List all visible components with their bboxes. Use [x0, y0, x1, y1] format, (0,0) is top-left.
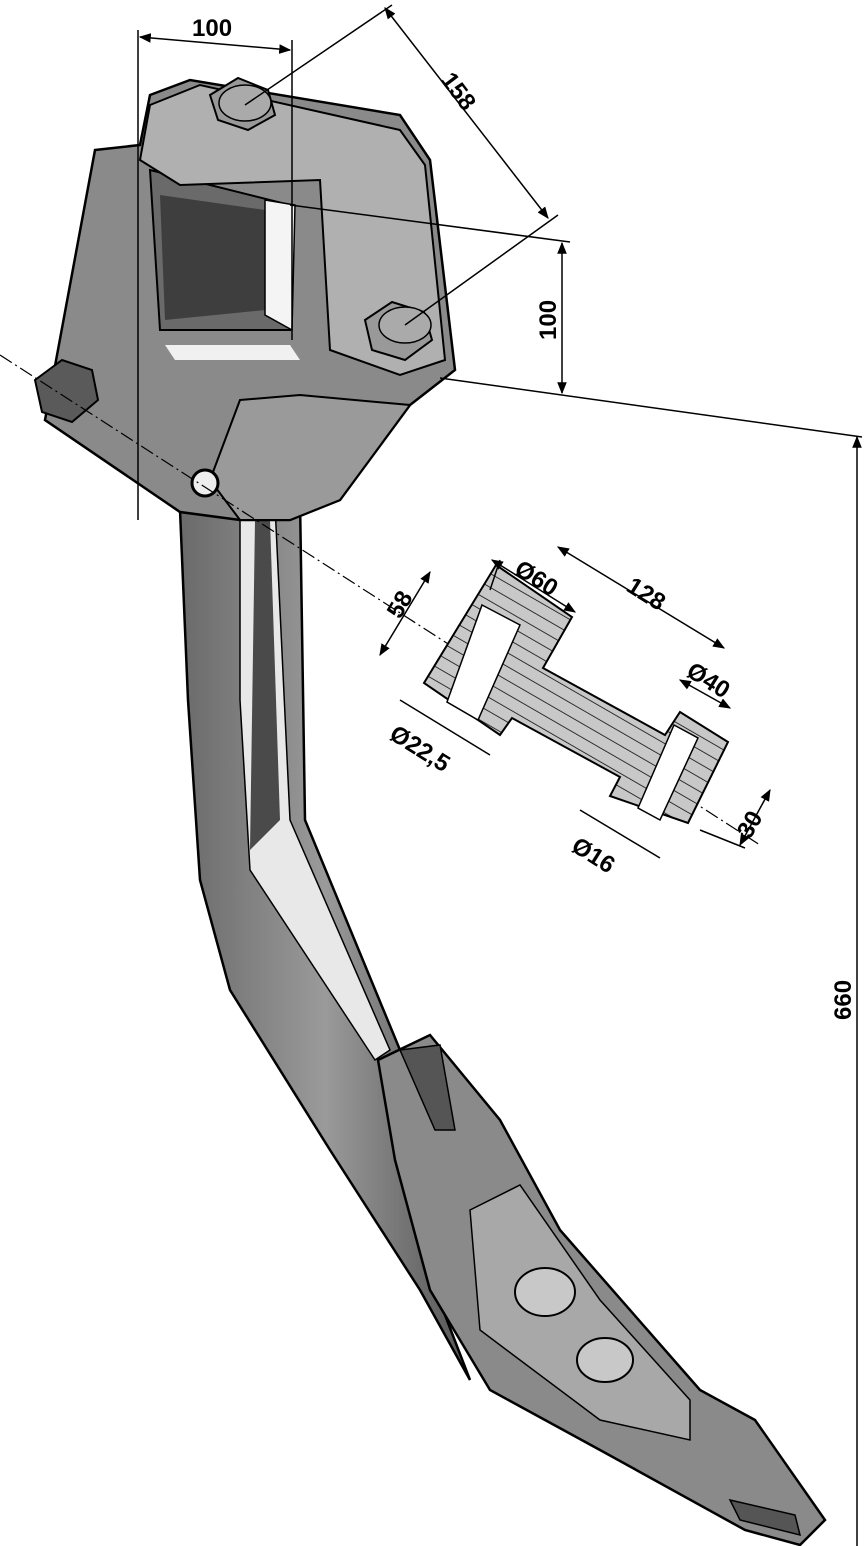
dim-right-height: 100: [535, 300, 562, 340]
cross-section: [422, 563, 730, 825]
dim-hub-spacing: 128: [622, 572, 670, 616]
bolt-head-lower: [576, 1337, 634, 1383]
tine-point: [376, 1033, 827, 1546]
dim-small-hub-thickness: 30: [732, 806, 769, 843]
dim-small-bore: Ø16: [567, 832, 620, 879]
dim-diagonal: 158: [435, 67, 481, 115]
dim-large-bore: Ø22,5: [385, 720, 455, 778]
dim-total-height: 660: [830, 980, 857, 1020]
pivot-pin: [190, 468, 220, 498]
dimension-lines: [137, 4, 863, 1546]
mounting-bracket: [33, 76, 457, 522]
dim-section-thickness: 58: [382, 586, 419, 623]
bolt-head-upper: [514, 1267, 576, 1317]
dim-small-hub-diameter: Ø40: [682, 657, 735, 704]
dim-top-width: 100: [192, 15, 232, 42]
hex-bolt-left: [33, 358, 100, 424]
